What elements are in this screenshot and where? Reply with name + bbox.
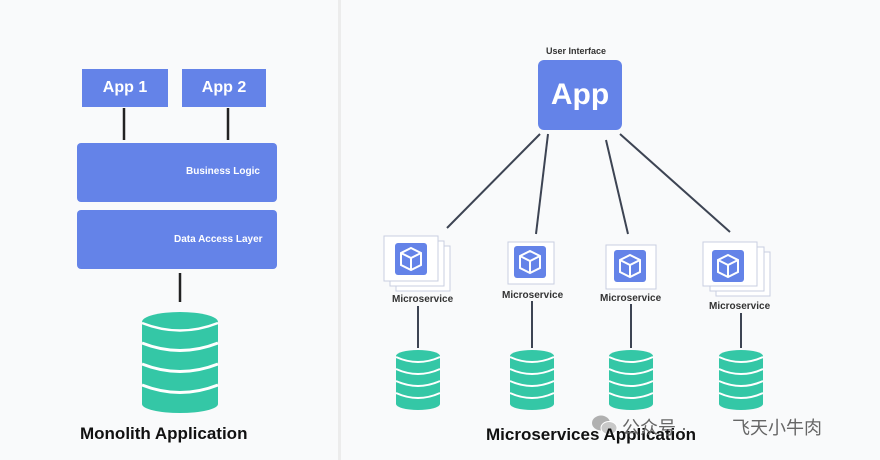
panel-divider (338, 0, 341, 460)
app-1-box: App 1 (82, 69, 168, 107)
ui-app-box: App (538, 60, 622, 130)
business-logic-label: Business Logic (186, 166, 260, 177)
business-logic-layer (77, 143, 277, 202)
monolith-connectors (122, 108, 230, 302)
microservice-4-label: Microservice (709, 301, 771, 312)
data-access-layer (77, 210, 277, 269)
database-icon (608, 350, 654, 410)
microservice-1-label: Microservice (392, 294, 454, 305)
cube-icon (712, 250, 744, 282)
connector-ui-ms3 (605, 139, 629, 235)
user-interface-label: User Interface (546, 46, 607, 56)
cube-icon (514, 246, 546, 278)
database-icon (509, 350, 555, 410)
cube-icons (395, 243, 744, 282)
cube-icon (395, 243, 427, 275)
database-icon (395, 350, 441, 410)
microservice-2-label: Microservice (502, 290, 564, 301)
monolith-database-icon (141, 312, 219, 413)
wechat-icon (592, 415, 618, 435)
database-icon (718, 350, 764, 410)
data-access-label: Data Access Layer (174, 234, 263, 245)
watermark-name: 飞天小牛肉 (732, 418, 822, 438)
app-2-box: App 2 (182, 69, 266, 107)
app-2-label: App 2 (201, 79, 247, 96)
watermark-prefix: 公众号 · (622, 418, 687, 438)
microservices-caption: Microservices Application (486, 425, 697, 444)
ui-connectors (446, 133, 731, 235)
ui-app-label: App (550, 78, 610, 111)
app-1-label: App 1 (102, 79, 148, 96)
connector-ui-ms2 (535, 133, 549, 235)
microservice-3-label: Microservice (600, 293, 662, 304)
connector-ui-ms1 (446, 133, 541, 229)
monolith-caption: Monolith Application (80, 424, 248, 443)
ms-databases (395, 350, 764, 410)
connector-ui-ms4 (619, 133, 731, 233)
cube-icon (614, 250, 646, 282)
ms-db-connectors (417, 301, 742, 348)
